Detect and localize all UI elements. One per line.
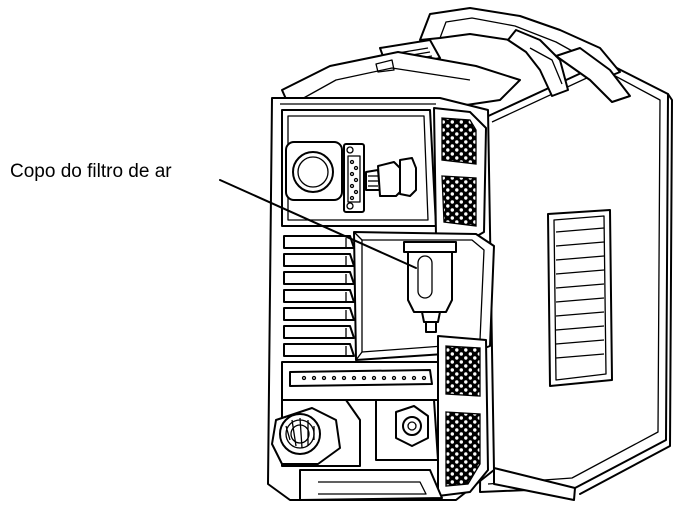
power-switch [285,141,343,201]
top-shell [281,51,521,109]
upper-grille [433,107,487,241]
air-filter-bowl-label: Copo do filtro de ar [10,161,172,182]
side-vent [547,209,613,387]
callout-leader-line [219,179,417,269]
air-inlet-fitting [365,157,417,197]
control-connector [343,143,365,213]
air-filter-bowl [403,241,457,333]
base-feet [299,467,576,501]
lower-grille [437,335,489,497]
torch-connector [271,407,341,465]
left-vent-slats [283,235,355,357]
work-lead-connector [395,405,429,447]
